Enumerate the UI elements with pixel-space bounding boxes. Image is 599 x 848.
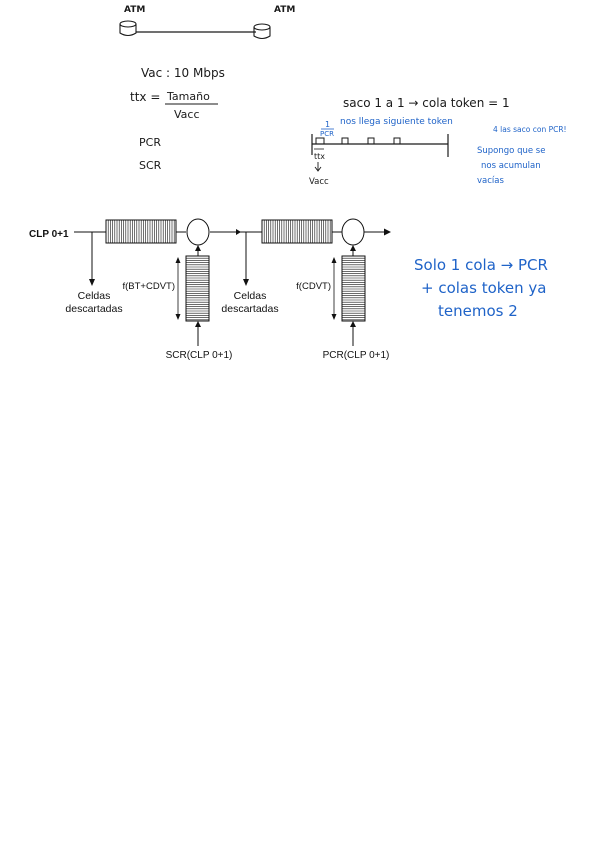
token-bucket-1	[185, 255, 210, 322]
assume-line-1: Supongo que se	[477, 146, 545, 156]
formula-notes: Vac : 10 Mbps ttx = Tamaño Vacc PCR SCR	[130, 66, 225, 172]
rate-2-label: PCR(CLP 0+1)	[323, 350, 390, 361]
atm-left-node-icon	[119, 20, 137, 37]
rate-1-label: SCR(CLP 0+1)	[166, 350, 233, 361]
ttx-denominator: Vacc	[174, 108, 200, 121]
token-bucket-2	[341, 255, 366, 322]
assume-line-3: vacías	[477, 176, 504, 186]
atm-right-label: ATM	[274, 5, 295, 15]
discard-2-arrow-icon	[243, 279, 249, 286]
fraction-num: 1	[325, 120, 330, 129]
atm-link-sketch: ATM ATM	[119, 5, 295, 40]
discard-1-line-1: Celdas	[78, 290, 111, 302]
vac-formula: Vac : 10 Mbps	[141, 66, 225, 80]
conclusion-line-2: + colas token ya	[421, 279, 547, 297]
bucket-2-up-arrow-icon	[350, 245, 356, 251]
vacc-label: Vacc	[309, 177, 329, 187]
timeline-header: saco 1 a 1 → cola token = 1	[343, 96, 510, 110]
cell-queue-1	[105, 219, 177, 244]
ttx-numerator: Tamaño	[166, 90, 210, 103]
input-label: CLP 0+1	[29, 229, 69, 240]
scr-note: SCR	[139, 159, 162, 172]
bucket-1-up-arrow-icon	[195, 245, 201, 251]
rate-2-arrow-icon	[350, 321, 356, 327]
server-1	[186, 218, 210, 246]
conclusion-line-1: Solo 1 cola → PCR	[414, 256, 548, 274]
atm-left-label: ATM	[124, 5, 145, 15]
cell-queue-2	[261, 219, 333, 244]
ttx-lhs: ttx =	[130, 90, 160, 104]
bucket-1-size-label: f(BT+CDVT)	[122, 281, 175, 292]
token-pulses	[315, 137, 401, 144]
next-token-note: nos llega siguiente token	[340, 117, 453, 127]
discard-2-line-1: Celdas	[234, 290, 267, 302]
ttx-label: ttx	[314, 152, 325, 161]
output-arrow-icon	[384, 228, 391, 236]
pcr-note-blue: 4 las saco con PCR!	[493, 125, 567, 134]
dual-leaky-bucket-diagram: CLP 0+1	[29, 218, 391, 361]
fraction-den: PCR	[320, 130, 334, 138]
ttx-arrow-head-icon	[314, 166, 322, 172]
assume-line-2: nos acumulan	[481, 161, 541, 171]
conclusion-note: Solo 1 cola → PCR + colas token ya tenem…	[414, 256, 548, 320]
discard-1-line-2: descartadas	[65, 303, 122, 315]
rate-1-arrow-icon	[195, 321, 201, 327]
timeline-sketch: saco 1 a 1 → cola token = 1 1 PCR nos ll…	[309, 96, 567, 187]
conclusion-line-3: tenemos 2	[438, 302, 518, 320]
main-arrow-1-icon	[236, 229, 241, 235]
bucket-2-size-label: f(CDVT)	[296, 281, 331, 292]
discard-2-line-2: descartadas	[221, 303, 278, 315]
pcr-note: PCR	[139, 136, 161, 149]
server-2	[341, 218, 365, 246]
bucket-2-size-dimension	[331, 257, 337, 320]
atm-right-node-icon	[253, 23, 271, 40]
discard-1-arrow-icon	[89, 279, 95, 286]
bucket-1-size-dimension	[175, 257, 181, 320]
